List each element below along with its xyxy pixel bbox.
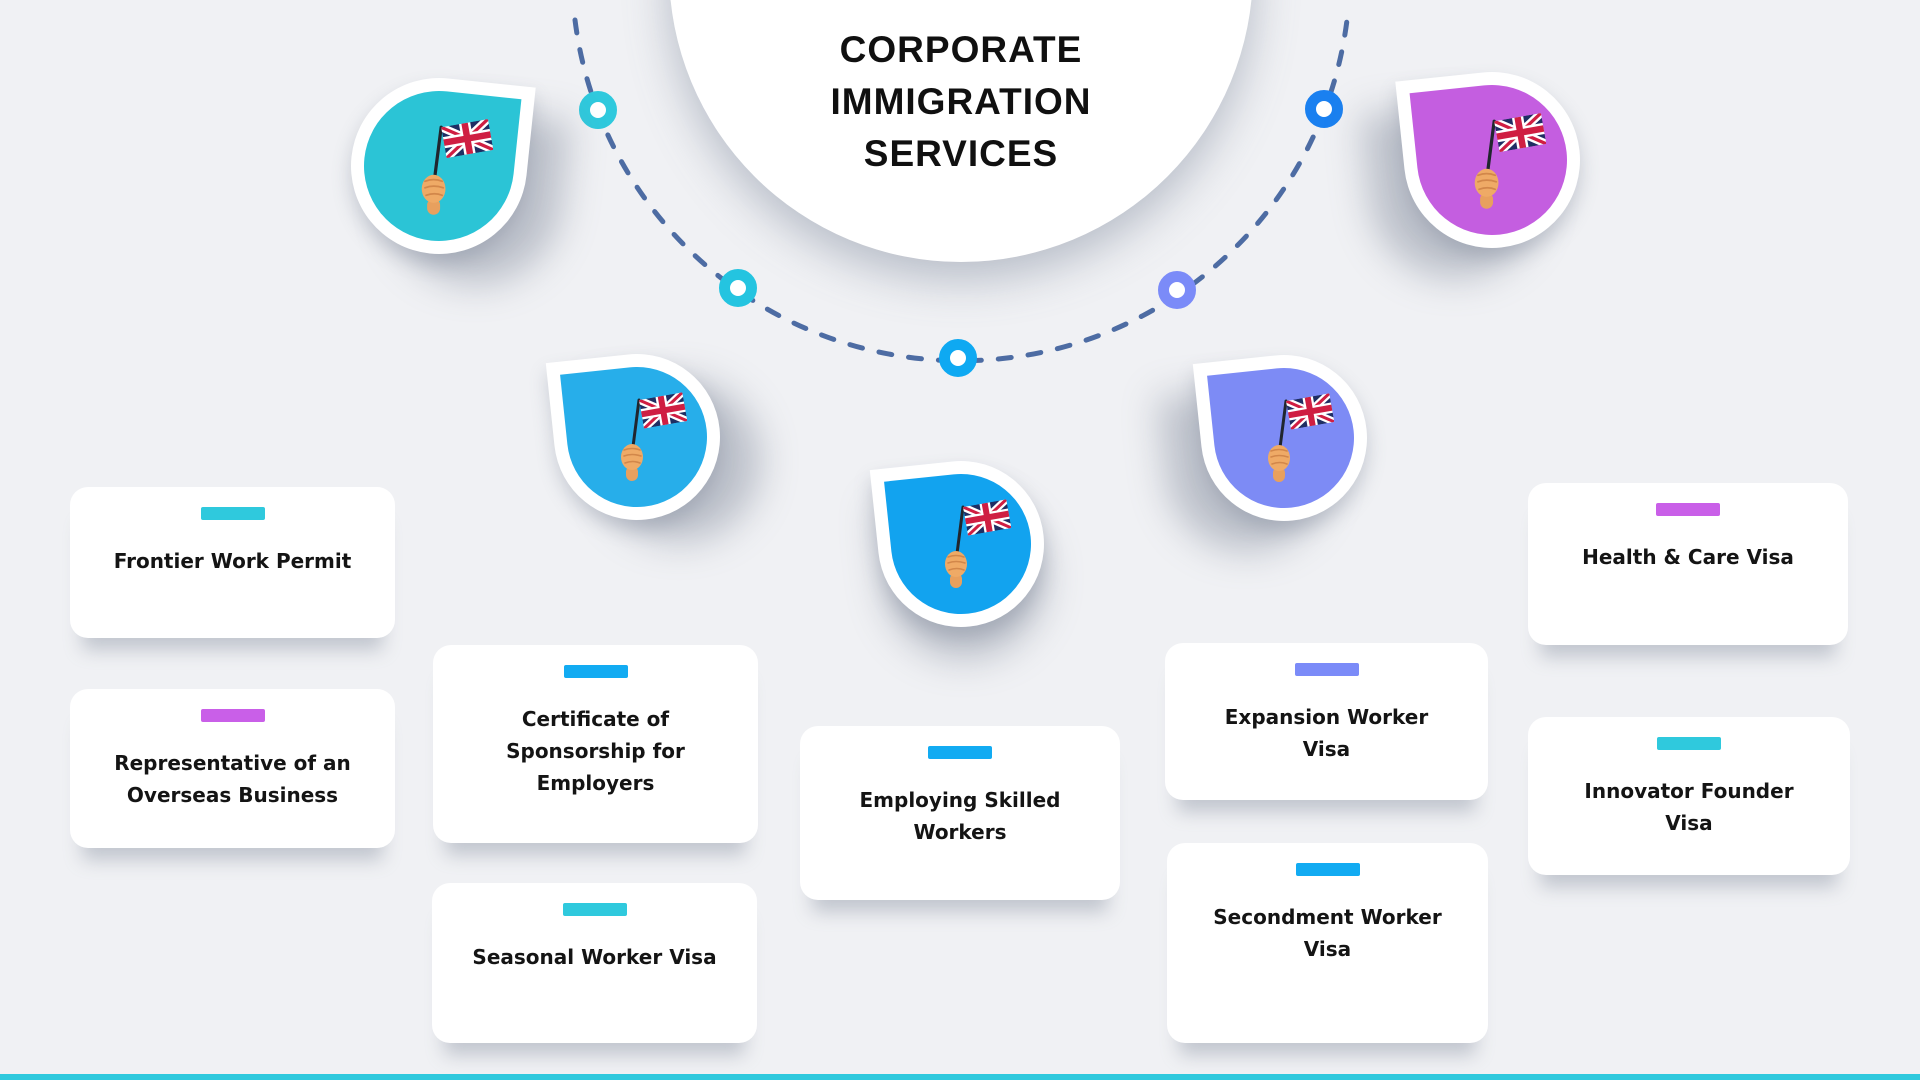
accent-bar — [1657, 737, 1721, 750]
accent-bar — [562, 903, 627, 916]
flag-circle-top-right — [1395, 63, 1589, 257]
flag-circle-top-left — [342, 69, 536, 263]
card-label: Certificate of Sponsorship for Employers — [506, 707, 685, 795]
title-line-3: SERVICES — [863, 133, 1059, 174]
card-label: Health & Care Visa — [1582, 545, 1794, 569]
accent-bar — [200, 507, 265, 520]
flag-circle-mid-right — [1192, 346, 1376, 530]
bottom-accent-strip — [0, 1074, 1920, 1080]
uk-flag-icon — [911, 491, 1011, 591]
card-expansion-worker-visa: Expansion Worker Visa — [1165, 643, 1488, 800]
title-line-2: IMMIGRATION — [830, 81, 1092, 122]
uk-flag-icon — [587, 384, 687, 484]
accent-bar — [563, 665, 628, 678]
accent-bar — [1294, 663, 1359, 676]
flag-circle-mid-left — [545, 345, 729, 529]
accent-bar — [1656, 503, 1720, 516]
arc-dot-blue — [1305, 90, 1343, 128]
accent-bar — [1295, 863, 1360, 876]
card-label: Employing Skilled Workers — [859, 788, 1061, 844]
card-label: Innovator Founder Visa — [1584, 779, 1794, 835]
card-innovator-founder-visa: Innovator Founder Visa — [1528, 717, 1850, 875]
page-title: CORPORATE IMMIGRATION SERVICES — [711, 24, 1211, 180]
card-label: Secondment Worker Visa — [1213, 905, 1442, 961]
card-seasonal-worker-visa: Seasonal Worker Visa — [432, 883, 757, 1043]
arc-dot-cyan — [719, 269, 757, 307]
uk-flag-icon — [1438, 104, 1546, 212]
arc-dot-teal — [579, 91, 617, 129]
card-label: Representative of an Overseas Business — [114, 751, 351, 807]
card-label: Expansion Worker Visa — [1224, 705, 1429, 761]
card-certificate-of-sponsorship: Certificate of Sponsorship for Employers — [433, 645, 758, 843]
arc-dot-periwinkle — [1158, 271, 1196, 309]
card-frontier-work-permit: Frontier Work Permit — [70, 487, 395, 638]
uk-flag-icon — [1234, 385, 1334, 485]
card-secondment-worker-visa: Secondment Worker Visa — [1167, 843, 1488, 1043]
flag-circle-center — [869, 452, 1053, 636]
card-label: Frontier Work Permit — [113, 549, 352, 573]
card-label: Seasonal Worker Visa — [472, 945, 717, 969]
arc-dot-azure — [939, 339, 977, 377]
accent-bar — [200, 709, 265, 722]
card-health-care-visa: Health & Care Visa — [1528, 483, 1848, 645]
title-line-1: CORPORATE — [839, 29, 1083, 70]
uk-flag-icon — [385, 110, 493, 218]
card-employing-skilled-workers: Employing Skilled Workers — [800, 726, 1120, 900]
accent-bar — [928, 746, 992, 759]
dashed-arc — [572, 17, 1350, 377]
card-representative-overseas-business: Representative of an Overseas Business — [70, 689, 395, 848]
